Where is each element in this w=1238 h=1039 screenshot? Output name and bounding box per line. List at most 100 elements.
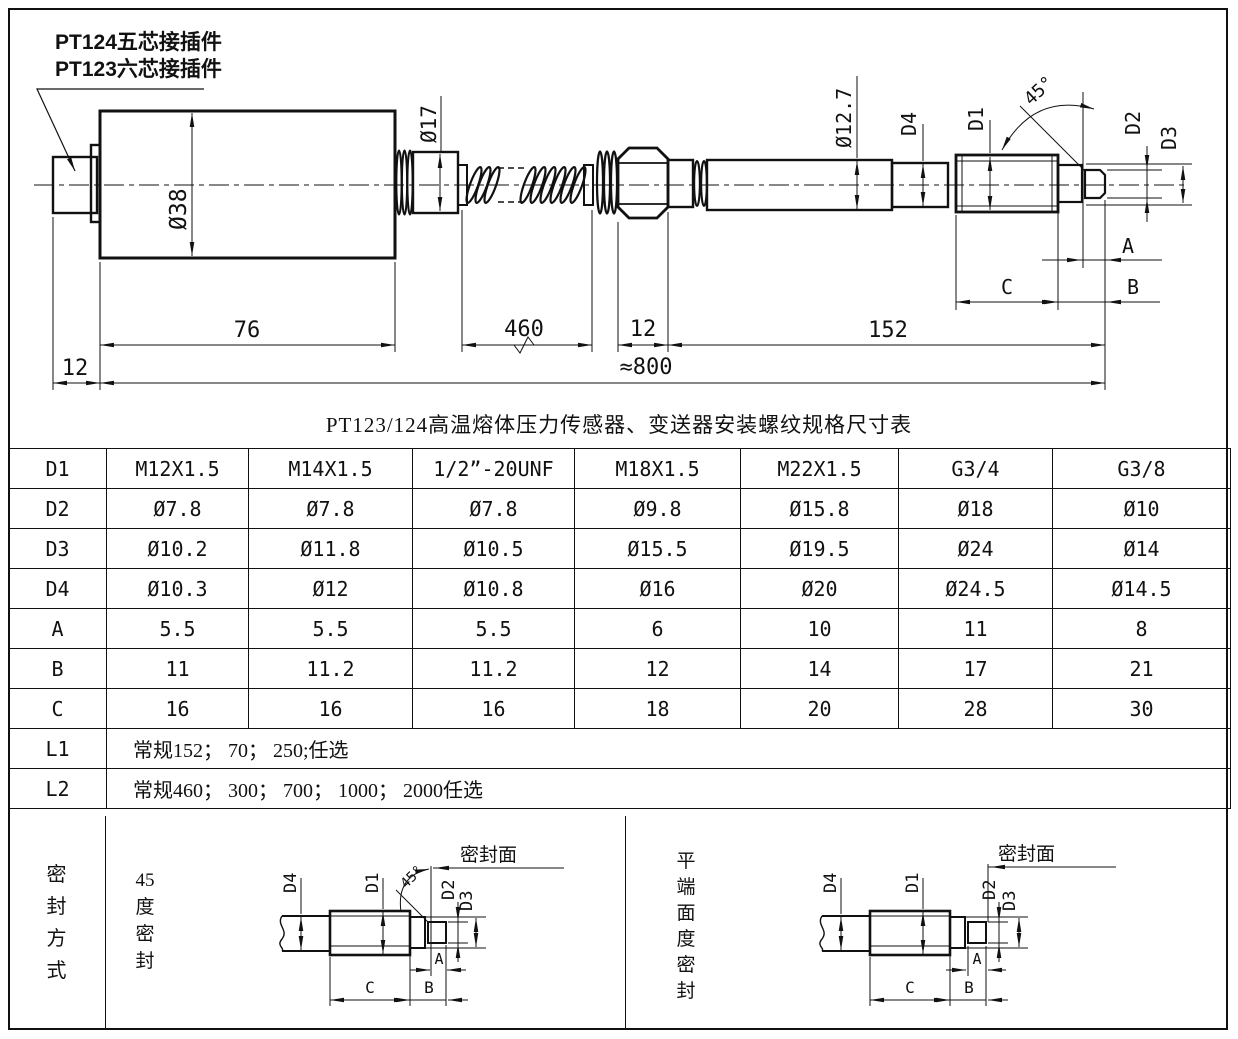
table-row: B 11 11.2 11.2 12 14 17 21	[8, 648, 1231, 689]
seal-flat-cell: 平 端 面 度 密 封 D4 D1	[626, 816, 1230, 1030]
table-cell: M14X1.5	[248, 448, 413, 489]
thread-section	[954, 153, 1060, 214]
table-cell: 28	[898, 688, 1053, 729]
seal45-step	[409, 916, 426, 949]
seal-flat-label-part: 平	[676, 851, 695, 872]
seal-section: 密 封 方 式 45 度 密 封 D4	[8, 816, 1230, 1030]
table-cell: Ø18	[898, 488, 1053, 529]
seal45-break-line	[279, 915, 285, 952]
tip-step	[1056, 163, 1084, 204]
seal45-thread	[328, 909, 412, 957]
table-cell: G3/4	[898, 448, 1053, 489]
table-cell: 30	[1052, 688, 1231, 729]
sealflat-d2-label: D2	[980, 880, 1000, 900]
dim-d4-label: D4	[897, 112, 921, 136]
hose-collar-right	[583, 164, 594, 206]
table-cell: Ø24	[898, 528, 1053, 569]
table-cell: 10	[740, 608, 899, 649]
hex-ring	[602, 150, 612, 215]
table-cell: Ø7.8	[106, 488, 249, 529]
neck-cylinder	[411, 150, 460, 215]
d4-section	[890, 161, 950, 209]
seal45-c-label: C	[365, 978, 375, 997]
dim-b-label: B	[1127, 275, 1139, 299]
seal45-d3-label: D3	[457, 891, 477, 911]
table-cell: 11.2	[412, 648, 575, 689]
seal-45-label-part: 封	[135, 950, 154, 972]
table-row: L2 常规460； 300； 700； 1000； 2000任选	[8, 768, 1231, 809]
seal-flat-diagram: 平 端 面 度 密 封 D4 D1	[676, 843, 1116, 1006]
table-cell: Ø24.5	[898, 568, 1053, 609]
seal-row-label-char: 密	[46, 864, 67, 886]
table-cell: M22X1.5	[740, 448, 899, 489]
table-row: L1 常规152； 70； 250;任选	[8, 728, 1231, 769]
sealflat-break-line	[819, 915, 825, 952]
row-label: D4	[8, 568, 107, 609]
dim-d1-label: D1	[964, 107, 988, 131]
seal-row-label: 密 封 方 式	[8, 816, 106, 1030]
hose-collar-left	[457, 164, 468, 206]
dim-152-label: 152	[868, 318, 908, 343]
seal-45-cell: 45 度 密 封 D4 D1	[106, 816, 626, 1030]
table-cell: Ø9.8	[574, 488, 741, 529]
hex-ring	[595, 150, 605, 215]
table-cell: Ø10.2	[106, 528, 249, 569]
table-cell: Ø7.8	[248, 488, 413, 529]
sealflat-c-label: C	[905, 978, 915, 997]
seal45-b-label: B	[424, 978, 434, 997]
sealflat-face-label: 密封面	[998, 843, 1055, 865]
hex-ring	[609, 150, 619, 215]
table-cell: Ø10.8	[412, 568, 575, 609]
rear-connector	[51, 155, 99, 215]
seal45-tip	[427, 921, 447, 944]
dim-angle-label: 45°	[1020, 72, 1058, 110]
table-row: D2 Ø7.8 Ø7.8 Ø7.8 Ø9.8 Ø15.8 Ø18 Ø10	[8, 488, 1231, 529]
table-row: A 5.5 5.5 5.5 6 10 11 8	[8, 608, 1231, 649]
seal45-face-label: 密封面	[460, 844, 517, 866]
table-cell: 5.5	[106, 608, 249, 649]
connector-leader-line	[36, 88, 204, 172]
connector-label-line2: PT123六芯接插件	[55, 58, 222, 81]
row-label: D2	[8, 488, 107, 529]
seal-flat-label-part: 密	[676, 954, 695, 976]
hose-coils	[465, 165, 587, 205]
sealflat-step	[949, 916, 966, 949]
seal-row-label-char: 式	[46, 960, 67, 982]
tip	[1083, 168, 1107, 200]
table-cell: 20	[740, 688, 899, 729]
row-label: L2	[8, 768, 107, 809]
table-cell: 5.5	[412, 608, 575, 649]
seal-45-label-part: 密	[135, 923, 154, 945]
table-cell: 5.5	[248, 608, 413, 649]
table-cell: Ø7.8	[412, 488, 575, 529]
table-row: D4 Ø10.3 Ø12 Ø10.8 Ø16 Ø20 Ø24.5 Ø14.5	[8, 568, 1231, 609]
seal45-d4-label: D4	[281, 873, 301, 893]
stem-ring	[693, 160, 701, 207]
table-cell: 8	[1052, 608, 1231, 649]
row-label: C	[8, 688, 107, 729]
table-cell: M12X1.5	[106, 448, 249, 489]
seal-45-label-part: 45	[136, 870, 155, 891]
table-cell: Ø20	[740, 568, 899, 609]
table-row: D1 M12X1.5 M14X1.5 1/2”-20UNF M18X1.5 M2…	[8, 448, 1231, 489]
table-cell: 18	[574, 688, 741, 729]
dim-460-break	[513, 336, 535, 354]
row-label: D1	[8, 448, 107, 489]
dim-d3-label: D3	[1157, 126, 1181, 150]
row-label: L1	[8, 728, 107, 769]
seal-flat-label-part: 端	[676, 876, 695, 898]
table-cell: 16	[106, 688, 249, 729]
sealflat-d4-label: D4	[821, 873, 841, 893]
hex-nut	[616, 146, 670, 220]
table-cell: 11	[898, 608, 1053, 649]
row-label: B	[8, 648, 107, 689]
table-cell: Ø19.5	[740, 528, 899, 569]
seal-row-label-char: 封	[46, 896, 67, 918]
table-cell-l1: 常规152； 70； 250;任选	[106, 728, 1231, 769]
seal45-d1-label: D1	[363, 873, 383, 893]
connector-label-line1: PT124五芯接插件	[55, 31, 222, 54]
table-cell: 1/2”-20UNF	[412, 448, 575, 489]
table-cell: Ø12	[248, 568, 413, 609]
table-cell: Ø10	[1052, 488, 1231, 529]
